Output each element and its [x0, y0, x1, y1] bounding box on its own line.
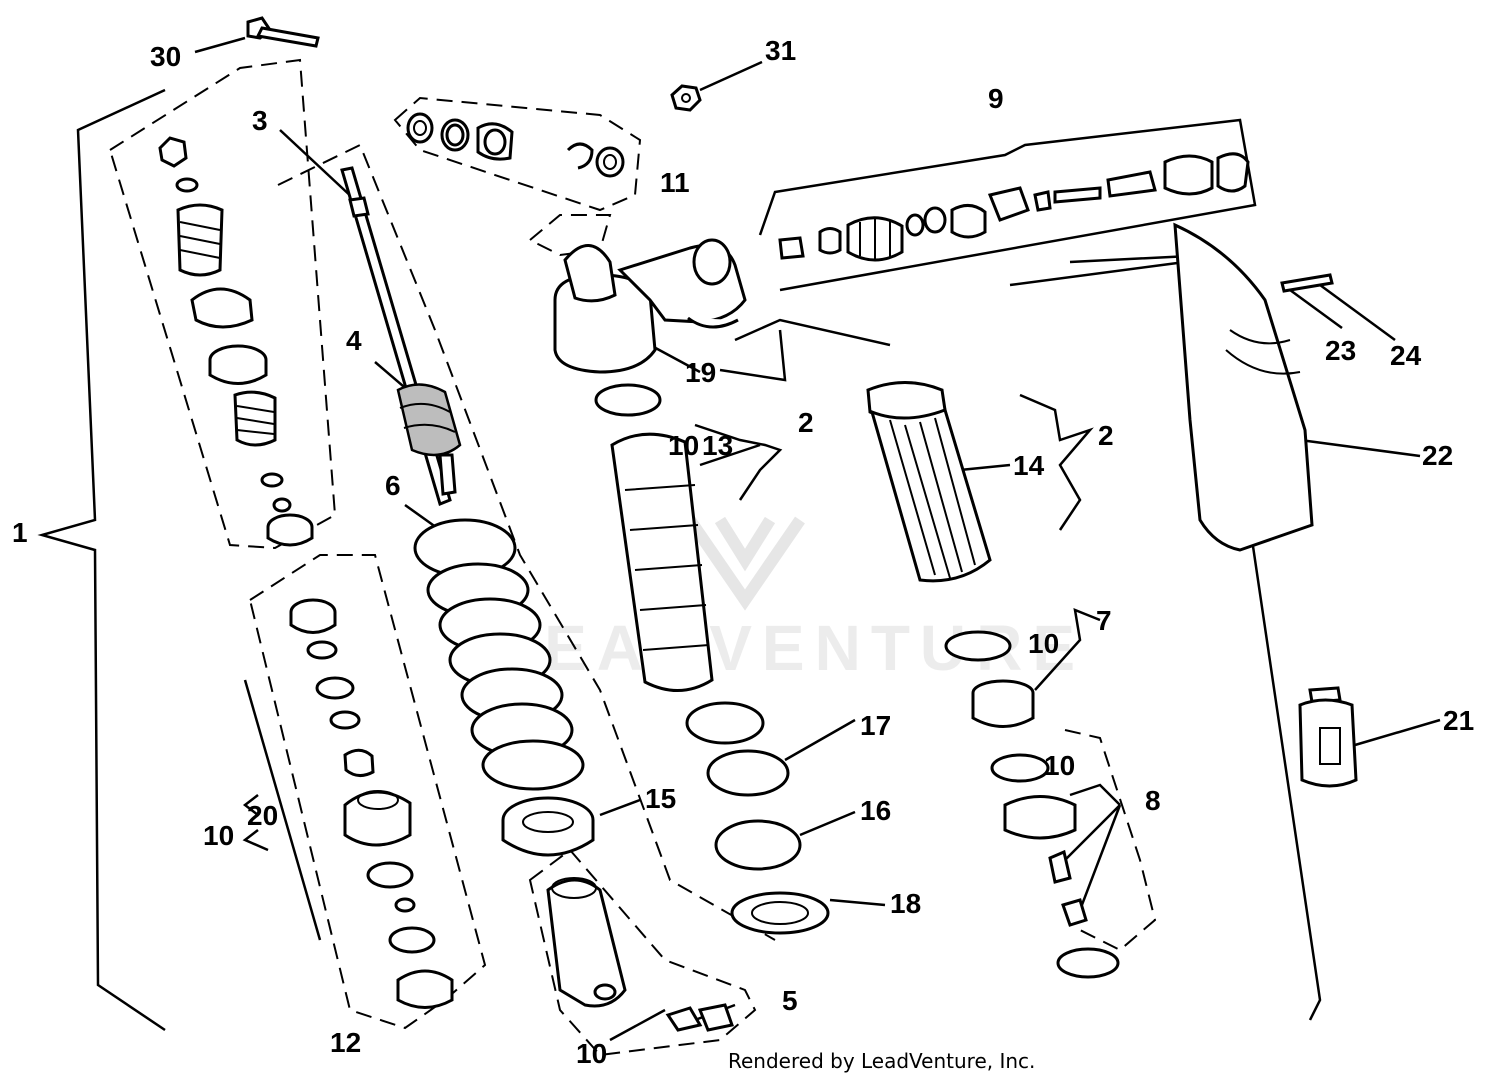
bracket-2-right	[1019, 393, 1094, 531]
label-10-d: 10	[203, 820, 234, 851]
leader-18	[829, 898, 886, 907]
leader-24	[1319, 283, 1396, 342]
leader-16	[799, 810, 856, 837]
group-20-line	[243, 679, 322, 941]
label-15: 15	[645, 783, 676, 814]
group-outlines	[37, 58, 1322, 1057]
label-10-a: 10	[668, 430, 699, 461]
nut-31	[670, 84, 702, 112]
bump-stop-4	[396, 383, 462, 496]
label-4: 4	[346, 325, 362, 356]
fender-guideline	[1069, 253, 1322, 1021]
label-10-b: 10	[1028, 628, 1059, 659]
bracket-2-middle	[694, 423, 783, 501]
compression-adjuster-parts-3	[158, 136, 314, 547]
bracket-2a	[734, 318, 891, 347]
label-9: 9	[988, 83, 1004, 114]
lock-ring-set	[685, 701, 830, 935]
label-12: 12	[330, 1027, 361, 1058]
bracket-20	[242, 794, 269, 852]
label-2-right: 2	[1098, 420, 1114, 451]
top-hardware	[406, 112, 625, 178]
label-23: 23	[1325, 335, 1356, 366]
leader-21	[1354, 718, 1441, 747]
group-3-outline	[108, 58, 337, 550]
label-19: 19	[685, 357, 716, 388]
label-31: 31	[765, 35, 796, 66]
reservoir-14	[866, 381, 992, 583]
leader-30	[194, 36, 246, 54]
label-24: 24	[1390, 340, 1422, 371]
leader-19	[649, 343, 701, 374]
label-21: 21	[1443, 705, 1474, 736]
bolt-30	[246, 16, 320, 48]
leader-10-bottom	[609, 1008, 666, 1042]
label-1: 1	[12, 517, 28, 548]
group-5-outline	[528, 848, 757, 1057]
label-11: 11	[660, 167, 690, 198]
label-10-e: 10	[576, 1038, 607, 1069]
coil-spring-6	[413, 518, 585, 791]
leader-22	[1299, 438, 1421, 458]
label-18: 18	[890, 888, 921, 919]
label-22: 22	[1422, 440, 1453, 471]
shock-body-13	[594, 383, 714, 692]
mud-flap-22	[1173, 222, 1334, 552]
shock-top-mount-19	[553, 238, 747, 374]
callout-labels: 1 2 2 3 4 5 6 7 8 9 10 10 10 10 10 10 11…	[12, 35, 1474, 1069]
lower-clevis-5	[546, 877, 734, 1032]
bracket-2b	[719, 329, 787, 382]
label-17: 17	[860, 710, 891, 741]
hardware-outline	[393, 96, 642, 212]
label-13: 13	[702, 430, 733, 461]
label-8: 8	[1145, 785, 1161, 816]
render-credit: Rendered by LeadVenture, Inc.	[728, 1049, 1035, 1073]
rod-outline	[277, 143, 776, 941]
leader-lines	[194, 36, 1441, 1042]
bracket-9	[758, 118, 1257, 292]
leader-23	[1289, 288, 1343, 330]
oil-bottle-21	[1298, 686, 1358, 788]
bracket-1	[37, 88, 166, 1032]
group-8-outline	[1064, 729, 1157, 952]
reservoir-cap-outline	[528, 214, 612, 257]
label-2-middle: 2	[798, 407, 814, 438]
leader-14	[959, 463, 1011, 472]
label-16: 16	[860, 795, 891, 826]
label-14: 14	[1013, 450, 1045, 481]
leader-31	[699, 60, 763, 92]
label-30: 30	[150, 41, 181, 72]
leader-17	[784, 718, 856, 762]
reservoir-end-parts	[944, 630, 1120, 979]
watermark: LEADVENTURE	[495, 516, 1075, 684]
reservoir-valve-parts-9	[778, 152, 1250, 262]
leader-13	[699, 443, 761, 467]
label-10-c: 10	[1044, 750, 1075, 781]
label-7: 7	[1096, 605, 1112, 636]
spring-retainer-15	[501, 796, 595, 857]
label-20: 20	[247, 800, 278, 831]
leader-7	[1034, 608, 1101, 691]
label-5: 5	[782, 985, 798, 1016]
group-12-outline	[248, 554, 487, 1030]
leader-8	[1069, 783, 1121, 806]
valve-stack-parts-12	[289, 598, 454, 1009]
leader-8b	[1064, 804, 1122, 911]
leader-3	[279, 129, 356, 201]
label-3: 3	[252, 105, 268, 136]
leader-15	[599, 798, 641, 817]
label-6: 6	[385, 470, 401, 501]
fender-top-line	[1009, 260, 1186, 287]
